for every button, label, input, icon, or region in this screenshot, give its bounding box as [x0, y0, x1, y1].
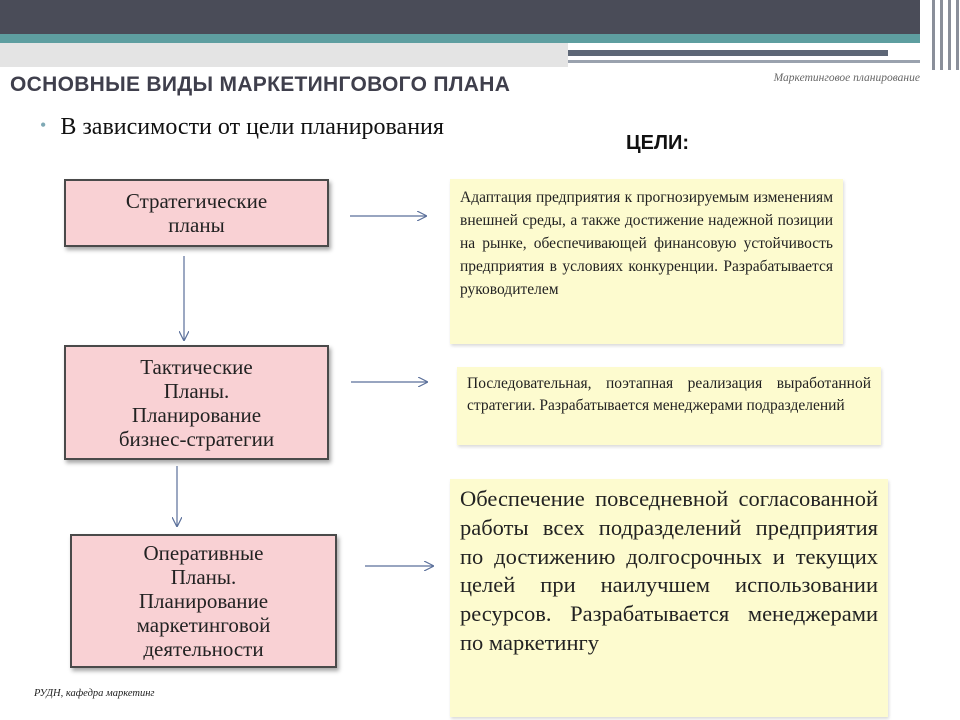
- decorative-line: [568, 50, 888, 56]
- slide-topic: Маркетинговое планирование: [773, 72, 920, 84]
- goal-box-operational: Обеспечение повседневной согласованной р…: [450, 479, 888, 717]
- goal-text-operational: Обеспечение повседневной согласованной р…: [460, 486, 878, 655]
- decorative-line-thin: [568, 60, 920, 63]
- bullet-text: В зависимости от цели планирования: [60, 114, 444, 140]
- plan-label-strategic: Стратегические планы: [125, 189, 268, 237]
- slide-title: ОСНОВНЫЕ ВИДЫ МАРКЕТИНГОВОГО ПЛАНА: [10, 73, 511, 96]
- plan-box-operational: Оперативные Планы. Планирование маркетин…: [70, 534, 337, 668]
- header-accent-band: [0, 34, 960, 43]
- goal-box-strategic: Адаптация предприятия к прогнозируемым и…: [450, 179, 843, 344]
- goal-box-tactical: Последовательная, поэтапная реализация в…: [457, 367, 881, 445]
- plan-label-tactical: Тактические Планы. Планирование бизнес-с…: [118, 354, 275, 451]
- header-bar: [0, 0, 960, 34]
- corner-decoration: [920, 0, 960, 72]
- plan-label-operational: Оперативные Планы. Планирование маркетин…: [136, 541, 271, 661]
- goal-text-strategic: Адаптация предприятия к прогнозируемым и…: [460, 189, 833, 298]
- bullet-dot-icon: •: [40, 115, 47, 135]
- footer-text: РУДН, кафедра маркетинг: [34, 688, 155, 699]
- goals-heading: ЦЕЛИ:: [626, 132, 690, 154]
- title-band: [0, 43, 568, 67]
- plan-box-tactical: Тактические Планы. Планирование бизнес-с…: [64, 345, 329, 460]
- plan-box-strategic: Стратегические планы: [64, 179, 329, 247]
- bullet-item: • В зависимости от цели планирования: [40, 114, 444, 141]
- goal-text-tactical: Последовательная, поэтапная реализация в…: [467, 375, 871, 414]
